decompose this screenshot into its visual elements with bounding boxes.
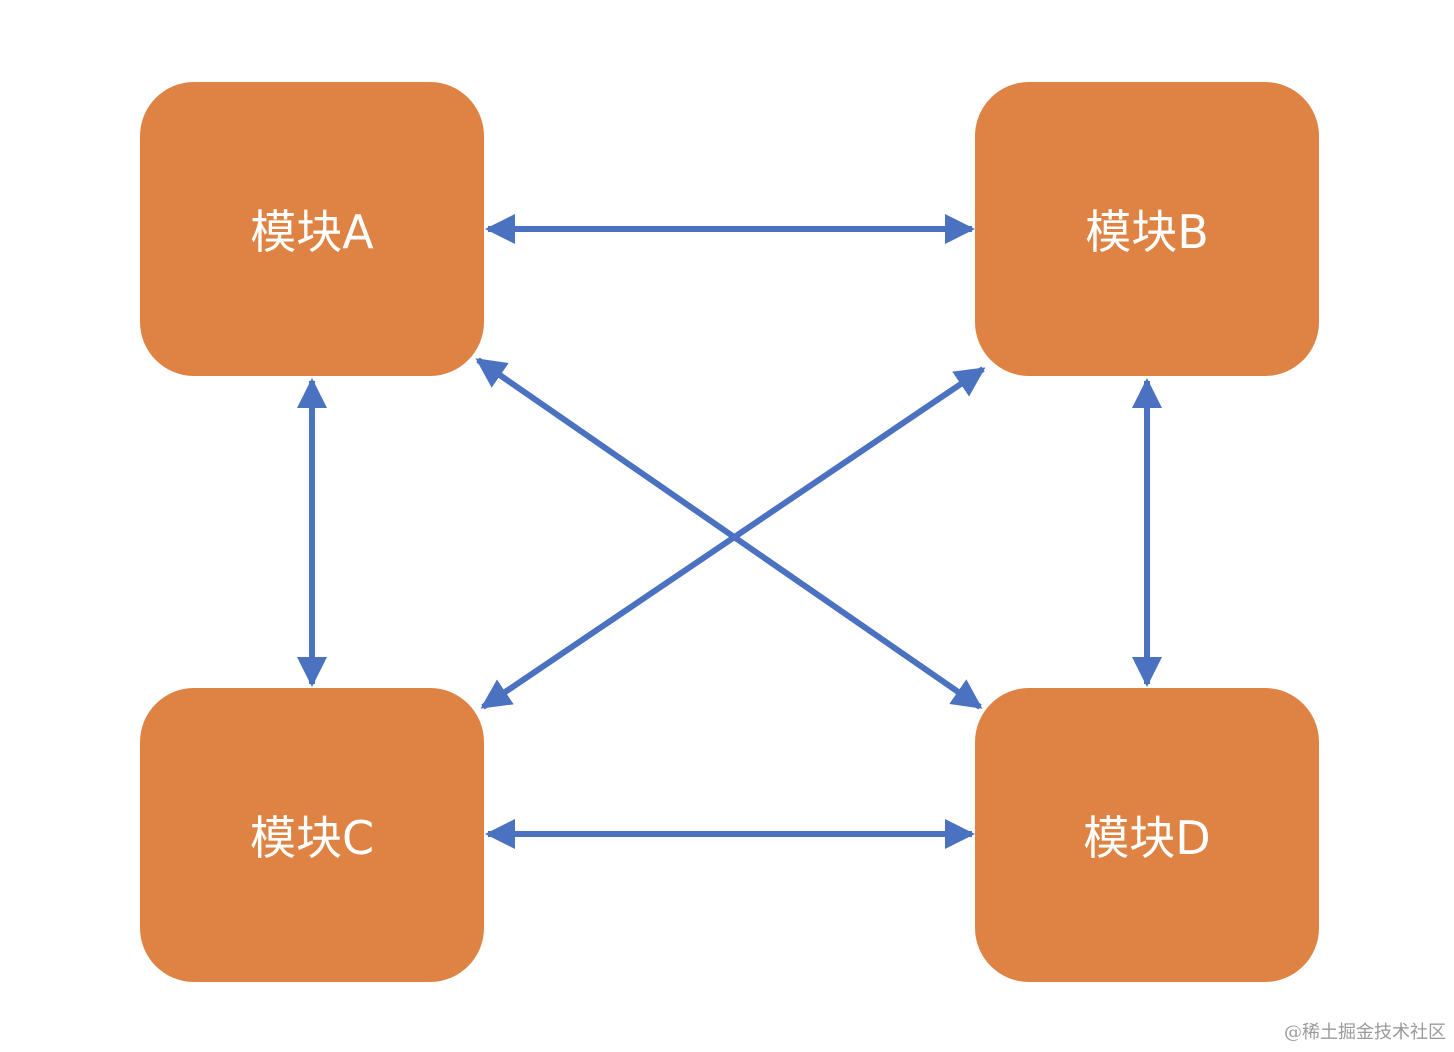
module-a-box: 模块A xyxy=(140,82,484,376)
module-c-label: 模块C xyxy=(249,811,375,865)
watermark: @稀土掘金技术社区 xyxy=(1284,1022,1446,1043)
module-d-box: 模块D xyxy=(975,688,1319,982)
module-c-box: 模块C xyxy=(140,688,484,982)
module-d-label: 模块D xyxy=(1083,811,1211,865)
arrow-a-d xyxy=(475,357,983,710)
module-b-label: 模块B xyxy=(1085,205,1209,259)
arrow-b-c xyxy=(480,366,986,710)
module-a-label: 模块A xyxy=(250,205,374,259)
module-b-box: 模块B xyxy=(975,82,1319,376)
